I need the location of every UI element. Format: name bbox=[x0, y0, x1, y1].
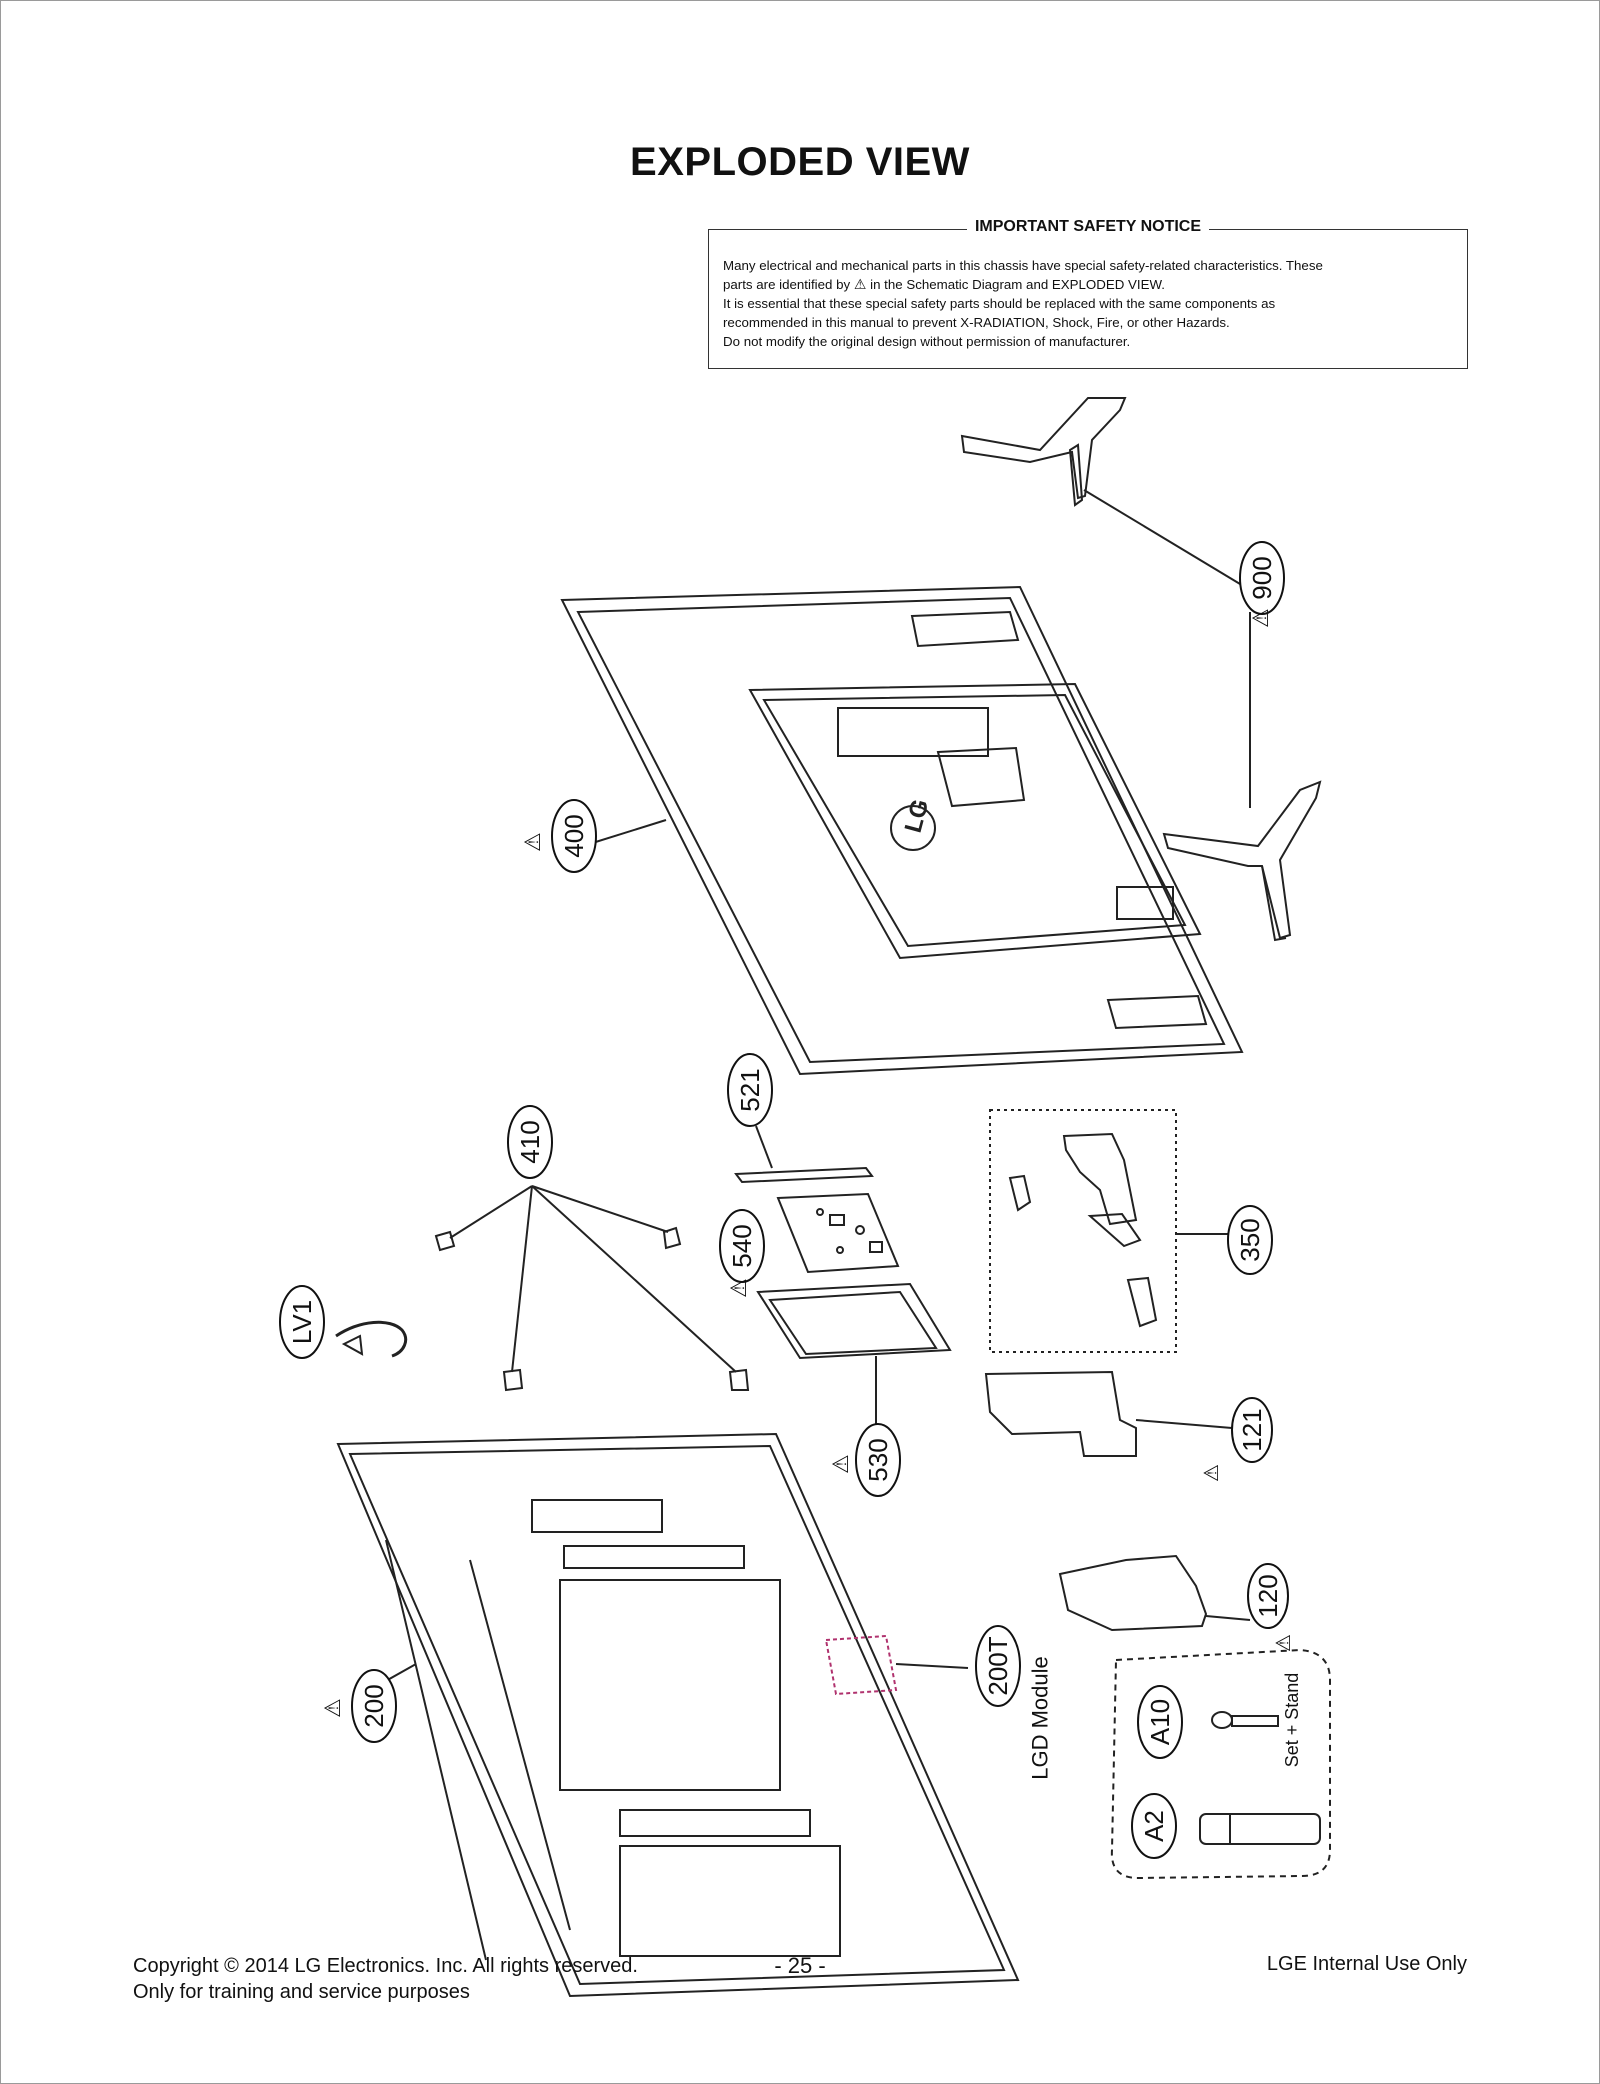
svg-text:LV1: LV1 bbox=[287, 1300, 317, 1344]
lgd-module-label: LGD Module bbox=[1028, 1656, 1053, 1780]
callout-521: 521 bbox=[727, 1053, 773, 1127]
svg-text:A2: A2 bbox=[1139, 1810, 1169, 1842]
warning-triangle-icon: ⚠ bbox=[1273, 1634, 1295, 1652]
callout-121: 121 ⚠ bbox=[1201, 1397, 1273, 1482]
warning-triangle-icon: ⚠ bbox=[828, 1454, 853, 1474]
warning-triangle-icon: ⚠ bbox=[726, 1278, 751, 1298]
callout-200: 200 ⚠ bbox=[320, 1669, 397, 1743]
warning-triangle-icon: ⚠ bbox=[320, 1698, 345, 1718]
page-number: - 25 - bbox=[774, 1953, 826, 1978]
stand-assembly bbox=[960, 397, 1322, 942]
warning-triangle-icon: ⚠ bbox=[1201, 1464, 1223, 1482]
warning-triangle-icon: ⚠ bbox=[520, 832, 545, 852]
callout-350: 350 bbox=[1227, 1205, 1273, 1275]
svg-text:540: 540 bbox=[727, 1224, 757, 1267]
notice-line: Do not modify the original design withou… bbox=[723, 334, 1131, 349]
svg-text:521: 521 bbox=[735, 1068, 765, 1111]
cable-lv1 bbox=[335, 1320, 408, 1358]
warning-triangle-icon: ⚠ bbox=[853, 276, 867, 292]
set-stand-label: Set + Stand bbox=[1282, 1673, 1302, 1768]
main-board-540 bbox=[776, 1192, 900, 1274]
notice-line: Many electrical and mechanical parts in … bbox=[723, 258, 1323, 273]
safety-notice-box: IMPORTANT SAFETY NOTICE Many electrical … bbox=[708, 218, 1468, 369]
svg-text:530: 530 bbox=[863, 1438, 893, 1481]
power-board-530 bbox=[756, 1282, 952, 1440]
footer-copyright: Copyright © 2014 LG Electronics. Inc. Al… bbox=[133, 1953, 638, 2005]
callout-900: 900 ⚠ bbox=[1239, 541, 1285, 628]
bracket-521 bbox=[734, 1125, 874, 1184]
svg-text:410: 410 bbox=[515, 1120, 545, 1163]
callout-400: 400 ⚠ bbox=[520, 799, 597, 873]
internal-use-label: LGE Internal Use Only bbox=[1266, 1953, 1467, 1975]
safety-notice-body: Many electrical and mechanical parts in … bbox=[723, 256, 1453, 351]
svg-text:900: 900 bbox=[1247, 556, 1277, 599]
svg-text:200T: 200T bbox=[983, 1636, 1013, 1695]
lcd-module-200 bbox=[336, 1432, 1020, 1998]
callout-200t: 200T bbox=[975, 1625, 1021, 1707]
bracket-120 bbox=[1058, 1554, 1251, 1632]
lg-logo: LG bbox=[900, 796, 935, 835]
notice-line: parts are identified by ⚠ in the Schemat… bbox=[723, 276, 1165, 292]
clips-410 bbox=[434, 1185, 750, 1392]
safety-notice-heading: IMPORTANT SAFETY NOTICE bbox=[709, 218, 1467, 236]
notice-line: recommended in this manual to prevent X-… bbox=[723, 315, 1230, 330]
svg-text:200: 200 bbox=[359, 1684, 389, 1727]
copyright-text: Copyright © 2014 LG Electronics. Inc. Al… bbox=[133, 1955, 638, 1977]
speaker-group-350 bbox=[989, 1109, 1232, 1353]
svg-text:120: 120 bbox=[1253, 1574, 1283, 1617]
callout-540: 540 ⚠ bbox=[719, 1209, 765, 1298]
back-cover bbox=[560, 585, 1244, 1076]
warning-triangle-icon: ⚠ bbox=[1248, 608, 1273, 628]
notice-line: It is essential that these special safet… bbox=[723, 296, 1276, 311]
svg-text:400: 400 bbox=[559, 814, 589, 857]
svg-text:350: 350 bbox=[1235, 1218, 1265, 1261]
callout-530: 530 ⚠ bbox=[828, 1423, 901, 1497]
callout-a2: A2 bbox=[1131, 1793, 1177, 1859]
purpose-text: Only for training and service purposes bbox=[133, 1981, 470, 2003]
svg-text:121: 121 bbox=[1237, 1408, 1267, 1451]
callout-a10: A10 bbox=[1137, 1685, 1183, 1759]
bracket-121 bbox=[984, 1370, 1233, 1457]
accessory-group bbox=[1110, 1648, 1331, 1880]
page-title: EXPLODED VIEW bbox=[630, 140, 970, 184]
svg-text:A10: A10 bbox=[1145, 1699, 1175, 1745]
callout-120: 120 ⚠ bbox=[1247, 1563, 1295, 1652]
callout-lv1: LV1 bbox=[279, 1285, 325, 1359]
callout-410: 410 bbox=[507, 1105, 553, 1179]
